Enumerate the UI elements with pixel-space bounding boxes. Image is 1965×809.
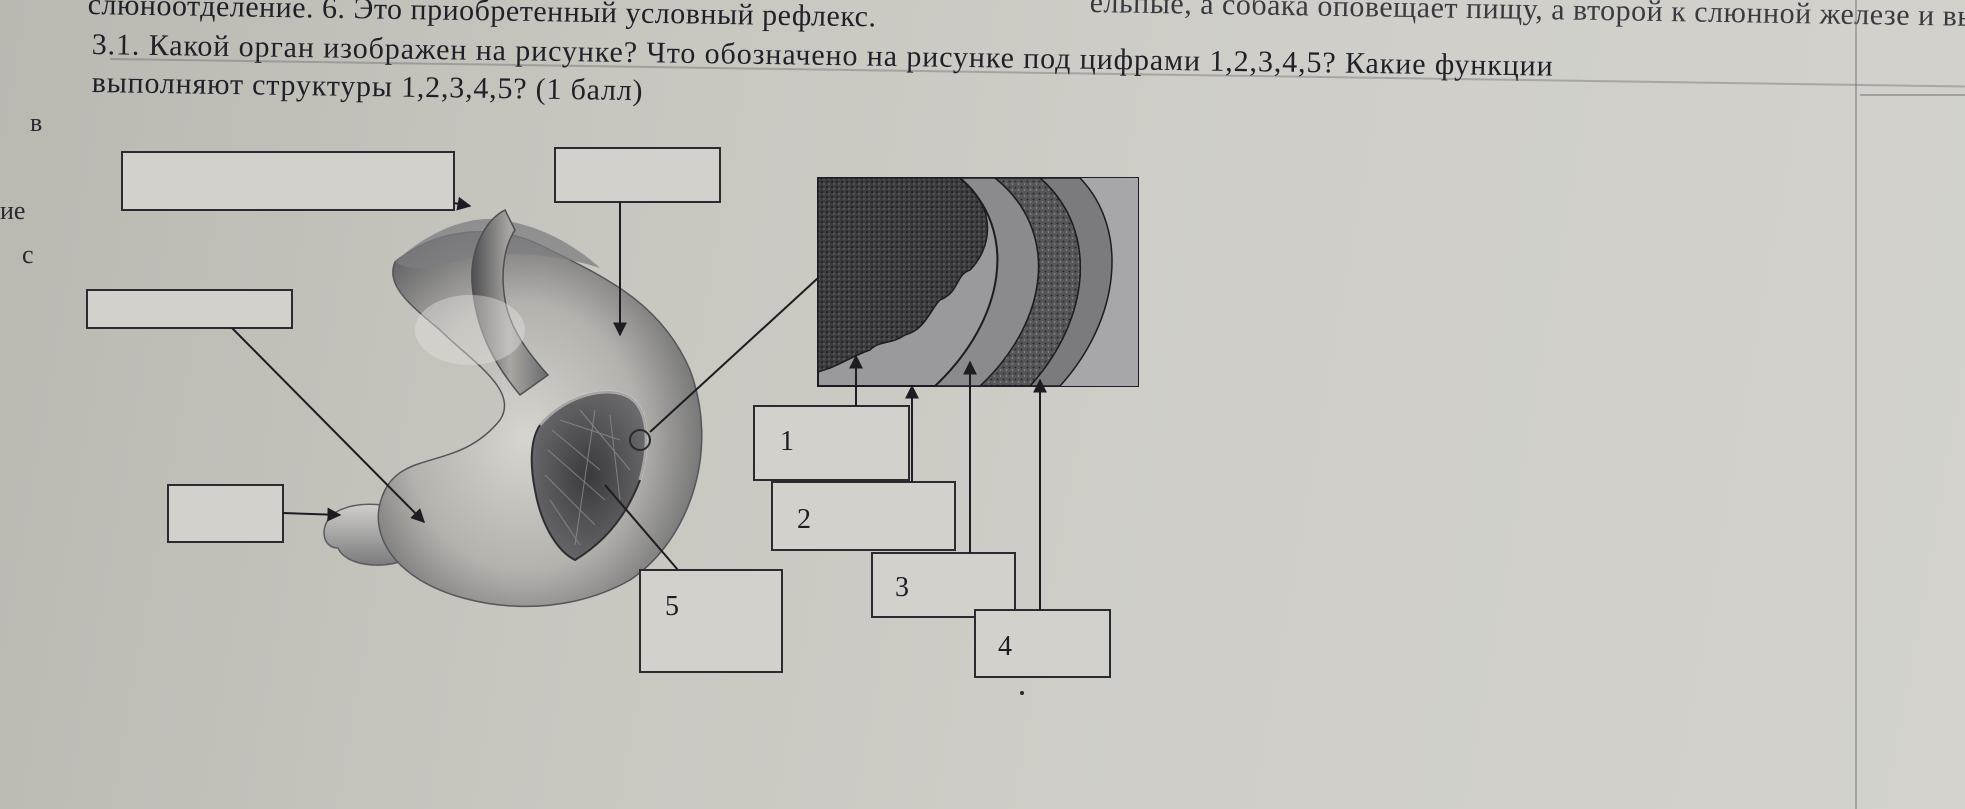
numbered-boxes [639,405,1111,678]
stray-mark [1020,691,1024,695]
esophagus [471,208,550,397]
label-4: 4 [998,631,1012,662]
layer-pointer-arrows [849,354,1047,610]
label-1: 1 [780,426,794,457]
label-5: 5 [665,591,679,622]
numbered-box-2 [771,481,956,551]
answer-box-middle-left [86,289,293,329]
stomach-organ [323,208,703,608]
pointer-lines [231,196,819,571]
answer-box-top-right [554,147,721,203]
zoom-point [629,429,651,451]
wall-layers-detail [817,177,1139,387]
numbered-box-4 [974,609,1111,678]
label-2: 2 [797,504,811,535]
margin-fragment-ne: ие [0,196,26,225]
stomach-body [377,231,703,608]
numbered-box-3 [871,552,1016,618]
answer-box-top-left [121,151,455,211]
margin-fragment-b: в [30,108,43,137]
answer-boxes [86,147,721,543]
numbered-box-1 [753,405,910,481]
ruled-line-right [1860,94,1965,96]
answer-box-bottom-left [167,484,284,543]
numbered-box-5 [639,569,783,673]
margin-fragment-s: с [22,240,34,269]
muscle-fibers [544,409,631,546]
page-edge-rule [1855,0,1857,809]
label-3: 3 [895,572,909,603]
